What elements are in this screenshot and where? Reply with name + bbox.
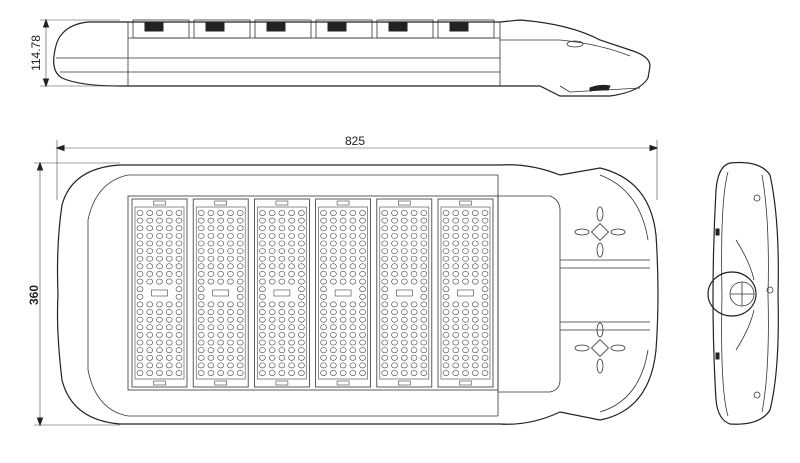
width-dimension: 360 — [27, 161, 120, 427]
led-module — [315, 198, 372, 388]
module-frame — [127, 195, 499, 391]
housing-outline — [56, 164, 659, 425]
led-module — [253, 198, 310, 388]
led-module — [376, 198, 433, 388]
decorative-emblem-bottom — [574, 322, 626, 374]
side-view: 114.78 — [29, 18, 651, 97]
led-modules — [131, 198, 494, 388]
height-dimension-label: 114.78 — [29, 35, 43, 71]
led-module — [437, 198, 494, 388]
length-dimension: 825 — [55, 134, 659, 200]
top-view: 825 360 — [27, 134, 659, 427]
length-dimension-label: 825 — [345, 134, 365, 148]
height-dimension: 114.78 — [29, 18, 120, 88]
pole-mount — [707, 271, 757, 317]
end-view — [707, 161, 779, 425]
decorative-emblem-top — [574, 206, 626, 258]
led-module — [192, 198, 249, 388]
side-heat-fins — [128, 19, 500, 39]
side-housing-outline — [53, 19, 651, 97]
driver-compartment — [498, 195, 561, 393]
end-housing-outline — [712, 161, 779, 425]
width-dimension-label: 360 — [27, 285, 41, 305]
led-module — [131, 198, 188, 388]
